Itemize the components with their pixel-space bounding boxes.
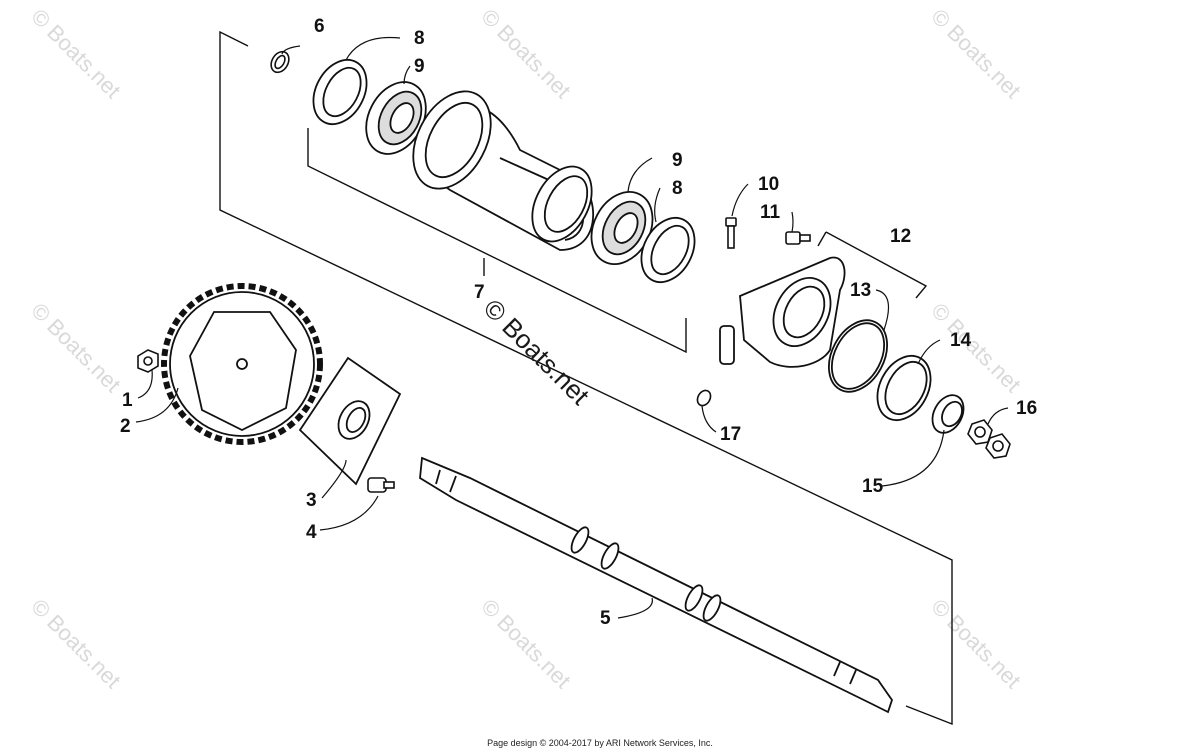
part-7-hub-housing <box>412 90 594 251</box>
callout-7: 7 <box>474 282 485 303</box>
part-17-clip <box>696 389 712 407</box>
part-5-axle <box>419 456 893 714</box>
callout-10: 10 <box>758 174 779 195</box>
callout-17: 17 <box>720 424 741 445</box>
part-16-nuts <box>967 419 1011 459</box>
callout-16: 16 <box>1016 398 1037 419</box>
leader-lines <box>135 36 1009 619</box>
callout-15: 15 <box>862 476 884 497</box>
part-10-bolt <box>725 217 737 249</box>
part-4-bolt <box>367 477 395 493</box>
callout-8-upper: 8 <box>414 28 425 49</box>
watermark-tile: © Boats.net <box>26 4 125 103</box>
callout-6: 6 <box>314 16 325 37</box>
callout-2: 2 <box>120 416 131 437</box>
part-3-sprocket-hub <box>298 356 402 486</box>
part-15-collar <box>931 394 965 434</box>
callout-9-upper: 9 <box>414 56 425 77</box>
callout-14: 14 <box>950 330 972 351</box>
callout-labels: 1 2 3 4 5 6 7 8 8 9 9 10 11 12 13 14 15 … <box>120 16 1037 629</box>
part-12-bracket <box>719 256 846 368</box>
watermark-tile: © Boats.net <box>476 594 575 693</box>
callout-5: 5 <box>600 608 611 629</box>
watermark-center: © Boats.net <box>478 293 596 411</box>
watermark-tile: © Boats.net <box>926 594 1025 693</box>
part-9-bearing-upper <box>365 81 427 155</box>
watermark-tile: © Boats.net <box>926 4 1025 103</box>
watermark-tile: © Boats.net <box>26 594 125 693</box>
part-6-o-ring <box>270 50 290 74</box>
part-11-bolt <box>785 231 811 245</box>
watermark-tile: © Boats.net <box>26 298 125 397</box>
callout-11: 11 <box>760 202 781 223</box>
part-13-o-ring <box>828 319 888 393</box>
callout-8-lower: 8 <box>672 178 683 199</box>
part-9-bearing-lower <box>590 191 654 265</box>
callout-3: 3 <box>306 490 317 511</box>
callout-1: 1 <box>122 390 133 411</box>
callout-13: 13 <box>850 280 871 301</box>
part-14-spacer <box>876 355 932 421</box>
callout-4: 4 <box>306 522 317 543</box>
callout-9-lower: 9 <box>672 150 683 171</box>
part-8-seal-lower <box>640 217 696 283</box>
watermark-tile: © Boats.net <box>926 298 1025 397</box>
part-1-nut <box>137 349 159 373</box>
part-8-seal-upper <box>312 59 368 125</box>
watermark-tile: © Boats.net <box>476 4 575 103</box>
part-2-sprocket <box>161 283 323 445</box>
page-footer: Page design © 2004-2017 by ARI Network S… <box>487 738 713 748</box>
callout-12: 12 <box>890 226 911 247</box>
assembly-bracket-lines <box>219 30 953 726</box>
